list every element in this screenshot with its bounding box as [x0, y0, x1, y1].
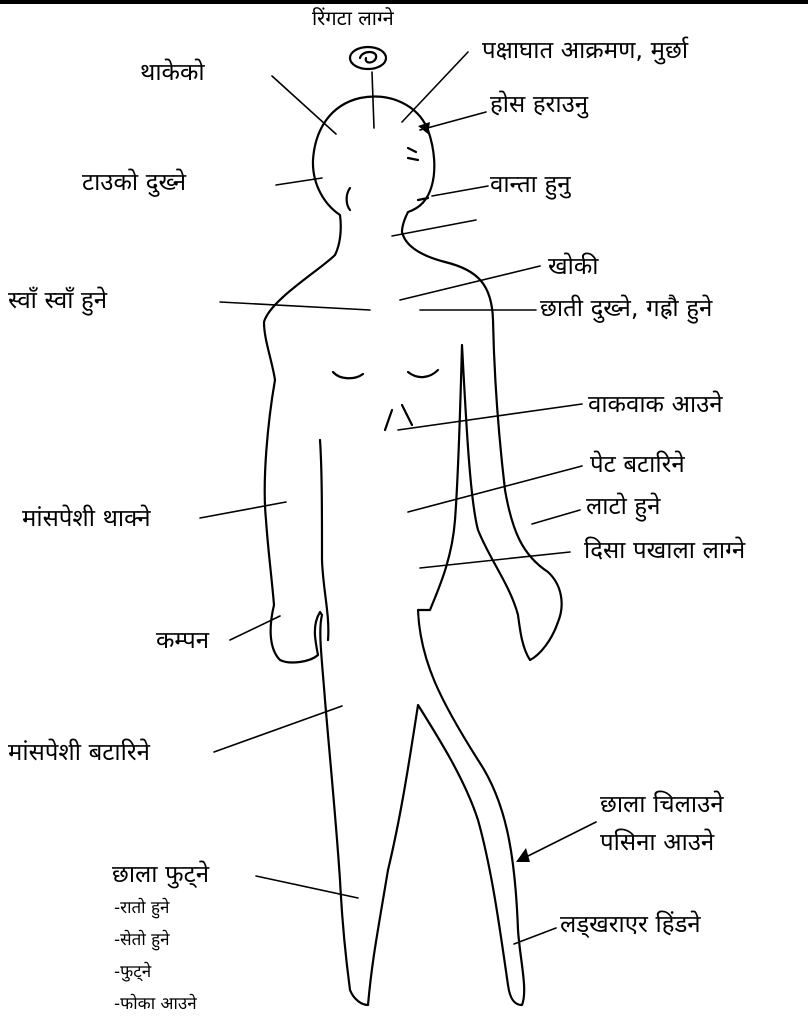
pointer-paralysis — [402, 52, 468, 122]
label-skin-itching: छाला चिलाउने — [600, 792, 724, 816]
pointer-tired — [272, 76, 336, 134]
label-muscle-cramps: मांसपेशी बटारिने — [8, 740, 150, 764]
chest-right — [408, 370, 438, 377]
label-cough: खोकी — [548, 254, 599, 278]
skin-rash-item: -सेतो हुने — [114, 932, 170, 949]
dizzy-swirl-inner — [360, 52, 376, 63]
label-numbness: लाटो हुने — [586, 494, 661, 518]
face-features — [408, 148, 428, 200]
pointer-dizziness — [372, 72, 374, 128]
pointer-stomach — [408, 466, 582, 512]
label-tremor: कम्पन — [156, 628, 209, 652]
chest-left — [333, 372, 363, 378]
label-wheezing: स्वाँ स्वाँ हुने — [8, 288, 107, 312]
ear — [347, 188, 350, 210]
pointer-skin-itching — [520, 822, 596, 860]
pointer-skin-rash — [256, 876, 358, 898]
inner-arm-line — [320, 440, 328, 640]
label-nausea: वाकवाक आउने — [588, 392, 723, 416]
label-diarrhea: दिसा पखाला लाग्ने — [584, 538, 745, 562]
label-skin-rash: छाला फुट्ने — [112, 862, 209, 886]
pointer-tremor — [230, 616, 280, 640]
label-vomiting: वान्ता हुनु — [490, 172, 571, 196]
label-tired: थाकेको — [140, 60, 205, 84]
pointer-muscle-cramps — [214, 706, 342, 752]
pointer-loss-consciousness — [420, 112, 486, 130]
label-chest-pain: छाती दुख्ने, गह्रौ हुने — [540, 296, 712, 320]
label-sweating: पसिना आउने — [600, 830, 714, 854]
label-stomach-cramps: पेट बटारिने — [590, 452, 685, 476]
skin-rash-item: -रातो हुने — [114, 900, 169, 917]
abdomen-left — [385, 410, 392, 430]
pointer-muscle-fatigue — [200, 502, 286, 518]
dizzy-swirl — [350, 47, 386, 69]
pointer-nausea — [398, 404, 582, 430]
label-dizziness: रिंगटा लाग्ने — [312, 8, 394, 28]
skin-rash-item: -फोका आउने — [114, 996, 197, 1013]
pointer-staggering — [514, 928, 556, 944]
label-headache: टाउको दुख्ने — [82, 170, 186, 194]
skin-rash-item: -फुट्ने — [114, 964, 151, 981]
marker-skin-itching — [516, 848, 530, 862]
label-loss-of-consciousness: होस हराउनु — [490, 92, 588, 116]
pointer-vomiting — [432, 186, 488, 196]
label-muscle-fatigue: मांसपेशी थाक्ने — [22, 506, 151, 530]
label-paralysis-fainting: पक्षाघात आक्रमण, मुर्छा — [482, 38, 688, 62]
pointer-numbness — [532, 510, 580, 524]
abdomen-right — [402, 405, 412, 425]
pointer-wheezing — [220, 302, 370, 310]
label-staggering: लड्खराएर हिंडने — [560, 912, 701, 936]
